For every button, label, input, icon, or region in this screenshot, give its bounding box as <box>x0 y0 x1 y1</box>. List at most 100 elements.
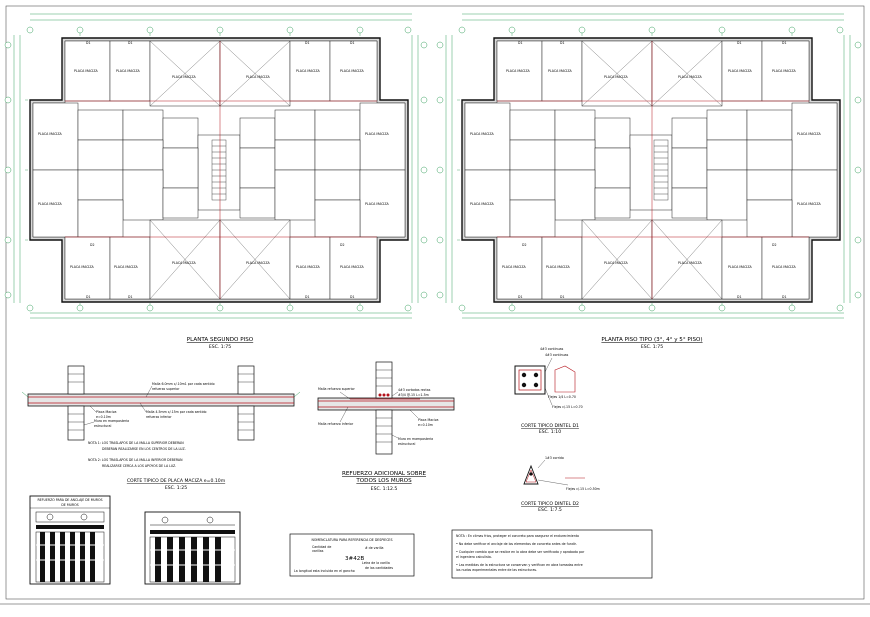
anchor-detail-title: REFUERZO PARA DE ANCLAJE DE MUROS <box>37 498 102 502</box>
plan2-room-label: PLACA MACIZA <box>548 69 573 73</box>
slab-note-1: NOTA 1: LOS TRASLAPOS DE LA MALLA SUPERI… <box>88 441 184 445</box>
general-note-2b: el ingeniero calculista. <box>456 555 492 559</box>
general-notes-box <box>451 529 653 579</box>
plan1-room-label: PLACA MACIZA <box>172 75 197 79</box>
plan1-dimensions <box>13 13 419 319</box>
sheet-border <box>5 5 865 600</box>
d1-callout-a: 4#3 continuas <box>540 347 564 351</box>
wall-callout-b: Malla refuerzo inferior <box>318 422 354 426</box>
general-note-3b: los nudos experimentales entre de las es… <box>456 568 537 572</box>
plan1-dintel-label: D1 <box>305 41 309 45</box>
plan2-dintel-label: D1 <box>518 41 522 45</box>
plan1-room-label: PLACA MACIZA <box>116 69 141 73</box>
wall-callout-d-2: estructural <box>398 442 415 446</box>
plan2-room-label: PLACA MACIZA <box>470 202 495 206</box>
plan1-room-label: PLACA MACIZA <box>74 69 99 73</box>
slab-note-1b: DEBERAN REALIZARSE EN LOS CENTROS DE LA … <box>102 447 186 451</box>
plan2-room-label: PLACA MACIZA <box>678 261 703 265</box>
plan1-room-label: PLACA MACIZA <box>246 261 271 265</box>
slab-callout-muro-2: estructural <box>94 424 111 428</box>
plan1-slab-lines <box>149 40 291 300</box>
slab-detail-scale: ESC. 1:25 <box>165 485 187 491</box>
floor-plan-second-floor: PLACA MACIZA PLACA MACIZA PLACA MACIZA P… <box>4 13 428 350</box>
plan2-dintel-label: D1 <box>782 41 786 45</box>
plan2-room-label: PLACA MACIZA <box>772 265 797 269</box>
plan2-room-label: PLACA MACIZA <box>728 69 753 73</box>
plan1-room-label: PLACA MACIZA <box>38 132 63 136</box>
plan1-rooms <box>32 40 406 300</box>
nomenclature-formula: 3#42B <box>345 556 364 562</box>
plan2-room-label: PLACA MACIZA <box>728 265 753 269</box>
nomenclature-label-diam: # de varilla <box>365 546 383 550</box>
wall-detail-title: REFUERZO ADICIONAL SOBRE <box>342 471 426 477</box>
plan2-slab-lines <box>581 40 723 300</box>
dintel-d2-section <box>523 459 585 486</box>
general-note-3: • Las medidas de la estructura se conser… <box>456 563 583 567</box>
d2-title: CORTE TIPICO DINTEL D2 <box>521 501 579 507</box>
plan1-scale: ESC. 1:75 <box>209 344 231 350</box>
wall-callout-e: 4#3 cortadas rectas <box>398 388 431 392</box>
plan1-room-label: PLACA MACIZA <box>365 202 390 206</box>
general-note-2: • Cualquier cambio que se realice en la … <box>456 550 585 554</box>
d1-title: CORTE TIPICO DINTEL D1 <box>521 423 579 429</box>
plan1-dintel-label: D1 <box>86 295 90 299</box>
plan1-room-label: PLACA MACIZA <box>296 69 321 73</box>
nomenclature-label-plan: de las cantidades <box>365 566 393 570</box>
general-note-0: NOTA : En climas frios, proteger el conc… <box>456 534 579 538</box>
anchor-detail-sub: DE MUROS <box>61 503 78 507</box>
plan2-room-label: PLACA MACIZA <box>604 75 629 79</box>
plan1-room-label: PLACA MACIZA <box>365 132 390 136</box>
wall-callout-d: Muro en mamposteria <box>398 437 433 441</box>
slab-callout-top: Malla 6.0mm c/.10m1 por cada sentido <box>152 382 215 386</box>
dintel-d1-section <box>514 357 576 406</box>
nomenclature-label-largo: La longitud esta incluida en el gancho <box>294 569 355 573</box>
plan1-room-label: PLACA MACIZA <box>172 261 197 265</box>
plan2-room-label: PLACA MACIZA <box>772 69 797 73</box>
plan2-dintel-label: D2 <box>522 243 526 247</box>
plan2-room-label: PLACA MACIZA <box>502 265 527 269</box>
nomenclature-label-cantidad: Cantidad de <box>312 545 331 549</box>
plan2-stair <box>653 139 669 201</box>
wall-callout-c-2: e=0.10m <box>418 423 433 427</box>
plan1-dintel-label: D2 <box>90 243 94 247</box>
plan2-room-label: PLACA MACIZA <box>604 261 629 265</box>
slab-callout-top-2: refuerzo superior <box>152 387 180 391</box>
d1-callout-b: Flejes 1/4 L=0.70 <box>548 395 576 399</box>
plan1-dintel-label: D1 <box>86 41 90 45</box>
slab-section-detail <box>21 365 301 441</box>
plan1-room-label: PLACA MACIZA <box>340 265 365 269</box>
plan2-title: PLANTA PISO TIPO (3°, 4° y 5° PISO) <box>601 337 702 343</box>
plan1-grid-bubbles <box>4 26 428 312</box>
plan1-room-label: PLACA MACIZA <box>38 202 63 206</box>
d1-scale: ESC. 1:10 <box>539 429 561 435</box>
d2-callout-a: 1#3 corrido <box>545 456 564 460</box>
plan2-room-label: PLACA MACIZA <box>678 75 703 79</box>
plan1-dintel-label: D1 <box>350 295 354 299</box>
plan2-room-label: PLACA MACIZA <box>506 69 531 73</box>
nomenclature-label-cantidad-2: varillas <box>312 549 324 553</box>
slab-callout-muro: Muro en mamposteria <box>94 419 129 423</box>
plan1-dintel-label: D1 <box>350 41 354 45</box>
wall-callout-c: Placa Maciza <box>418 418 438 422</box>
wall-reinforcement-detail <box>317 361 455 455</box>
nomenclature-label-letra: Letra de la varilla <box>362 561 390 565</box>
wall-callout-a: Malla refuerzo superior <box>318 387 356 391</box>
plan1-room-label: PLACA MACIZA <box>340 69 365 73</box>
plan1-room-label: PLACA MACIZA <box>246 75 271 79</box>
slab-callout-mid: Malla 4.5mm c/.15m por cada sentido <box>146 410 207 414</box>
nomenclature-title: NOMENCLATURA PARA REFERENCIA DE DESPIECE… <box>312 538 393 542</box>
plan2-dintel-label: D1 <box>560 41 564 45</box>
plan1-dintel-label: D2 <box>340 243 344 247</box>
plan1-dintel-label: D1 <box>128 41 132 45</box>
slab-callout-mid-2: refuerzo inferior <box>146 415 172 419</box>
anchor-detail-box-1 <box>29 495 111 585</box>
wall-callout-e-2: #3/4 @.15 L=1.5m <box>398 393 429 397</box>
wall-detail-title-2: TODOS LOS MUROS <box>355 478 412 484</box>
plan1-room-label: PLACA MACIZA <box>114 265 139 269</box>
plan1-room-label: PLACA MACIZA <box>296 265 321 269</box>
plan2-room-label: PLACA MACIZA <box>797 202 822 206</box>
floor-plan-typical-floor: PLACA MACIZA PLACA MACIZA PLACA MACIZA P… <box>436 13 862 350</box>
slab-callout-placa: Placa Maciza <box>96 410 116 414</box>
plan2-dintel-label: D2 <box>772 243 776 247</box>
